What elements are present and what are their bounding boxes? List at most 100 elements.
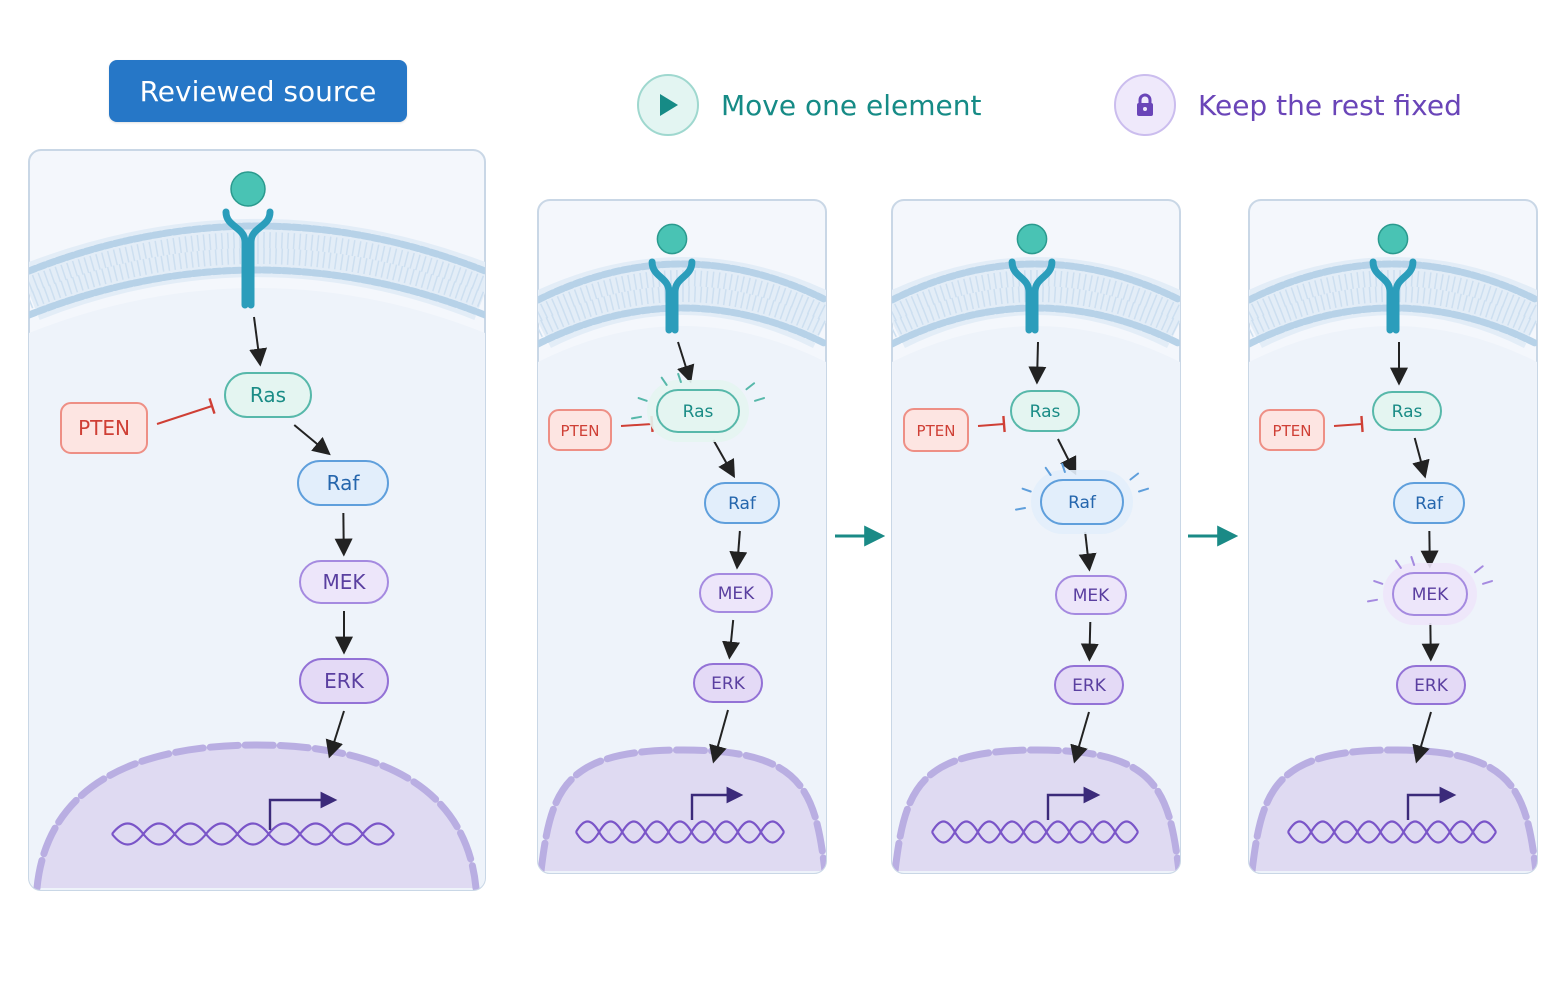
activation-arrow	[722, 619, 740, 660]
pten-label: PTEN	[1273, 422, 1312, 440]
cell-membrane	[29, 219, 485, 320]
highlight-ray	[1021, 487, 1032, 493]
node-raf: Raf	[1393, 482, 1465, 524]
highlight-ray	[1044, 466, 1052, 476]
node-label-erk: ERK	[711, 674, 746, 694]
node-label-raf: Raf	[327, 471, 361, 495]
activation-arrow	[325, 710, 345, 759]
node-label-ras: Ras	[683, 402, 714, 422]
receptor	[648, 223, 696, 334]
node-pill	[1372, 391, 1442, 431]
highlight-ray	[1129, 472, 1140, 481]
highlight-ray	[1138, 487, 1149, 493]
activation-arrow	[1057, 438, 1077, 476]
activation-arrow	[729, 530, 748, 570]
highlight-ray	[1482, 580, 1493, 585]
node-raf: Raf	[704, 482, 780, 524]
node-pill	[1040, 479, 1124, 525]
highlight-ray	[1410, 556, 1416, 566]
pten-node	[1259, 409, 1325, 451]
activation-arrow	[677, 341, 695, 384]
activation-arrow	[709, 709, 729, 764]
node-pill	[299, 560, 389, 604]
activation-arrow	[1412, 437, 1430, 479]
highlight-ray	[754, 397, 765, 402]
legend-keep-label: Keep the rest fixed	[1198, 88, 1462, 122]
node-label-mek: MEK	[1412, 585, 1449, 605]
node-raf: Raf	[1015, 463, 1149, 534]
highlight-ray	[1061, 463, 1066, 473]
legend-move-one-element: Move one element	[637, 72, 981, 138]
legend-move-label: Move one element	[721, 88, 982, 122]
node-mek: MEK	[1055, 575, 1127, 615]
node-erk: ERK	[1396, 665, 1466, 705]
node-erk: ERK	[693, 663, 763, 703]
lock-icon	[1114, 74, 1176, 136]
node-pill	[1393, 482, 1465, 524]
highlight-ray	[1373, 580, 1384, 585]
inhibition-line	[977, 423, 1005, 427]
pten-label: PTEN	[561, 422, 600, 440]
transcription-arrow	[1406, 786, 1457, 820]
node-pill	[1055, 575, 1127, 615]
node-pill	[1054, 665, 1124, 705]
activation-arrow	[1028, 341, 1047, 385]
node-mek: MEK	[699, 573, 773, 613]
node-ras: Ras	[631, 373, 765, 442]
node-label-ras: Ras	[1030, 402, 1061, 422]
inhibition-line	[156, 405, 213, 425]
highlight-ray	[677, 373, 682, 383]
highlight-ray	[660, 376, 668, 386]
play-icon	[637, 74, 699, 136]
receptor	[1369, 223, 1417, 334]
reviewed-source-badge: Reviewed source	[109, 60, 407, 122]
node-label-raf: Raf	[1068, 493, 1097, 513]
dna-strand	[575, 829, 785, 844]
dna-strand	[1287, 820, 1497, 835]
node-mek: MEK	[299, 560, 389, 604]
nuclear-envelope	[33, 741, 480, 890]
pten-node	[548, 409, 612, 451]
dna-strand	[931, 829, 1139, 844]
transcription-arrow	[268, 791, 338, 830]
activation-arrow	[1070, 711, 1090, 764]
node-pill	[224, 372, 312, 418]
node-pill	[1392, 572, 1468, 616]
legend-keep-rest-fixed: Keep the rest fixed	[1114, 72, 1462, 138]
node-erk: ERK	[1054, 665, 1124, 705]
ligand	[230, 171, 266, 207]
node-pill	[297, 460, 389, 506]
node-label-ras: Ras	[1392, 402, 1423, 422]
node-ras: Ras	[1010, 390, 1080, 432]
highlight-ray	[1474, 565, 1484, 574]
nuclear-envelope	[892, 746, 1180, 873]
node-pill	[1396, 665, 1466, 705]
activation-arrow	[249, 316, 268, 367]
ligand	[1016, 223, 1048, 255]
pten-label: PTEN	[917, 422, 956, 440]
highlight-ray	[1394, 559, 1402, 569]
node-label-raf: Raf	[1415, 494, 1444, 514]
highlight-ray	[1015, 507, 1026, 511]
pten-node	[60, 402, 148, 454]
node-pill	[656, 389, 740, 433]
activation-arrow	[1080, 621, 1099, 662]
node-label-raf: Raf	[728, 494, 757, 514]
node-label-ras: Ras	[250, 383, 286, 407]
dna-strand	[111, 822, 395, 836]
node-pill	[699, 573, 773, 613]
receptor	[1008, 223, 1056, 334]
nuclear-envelope	[538, 746, 826, 873]
reviewed-source-label: Reviewed source	[139, 74, 377, 108]
node-raf: Raf	[297, 460, 389, 506]
ligand	[1377, 223, 1409, 255]
pten-node	[903, 408, 969, 452]
